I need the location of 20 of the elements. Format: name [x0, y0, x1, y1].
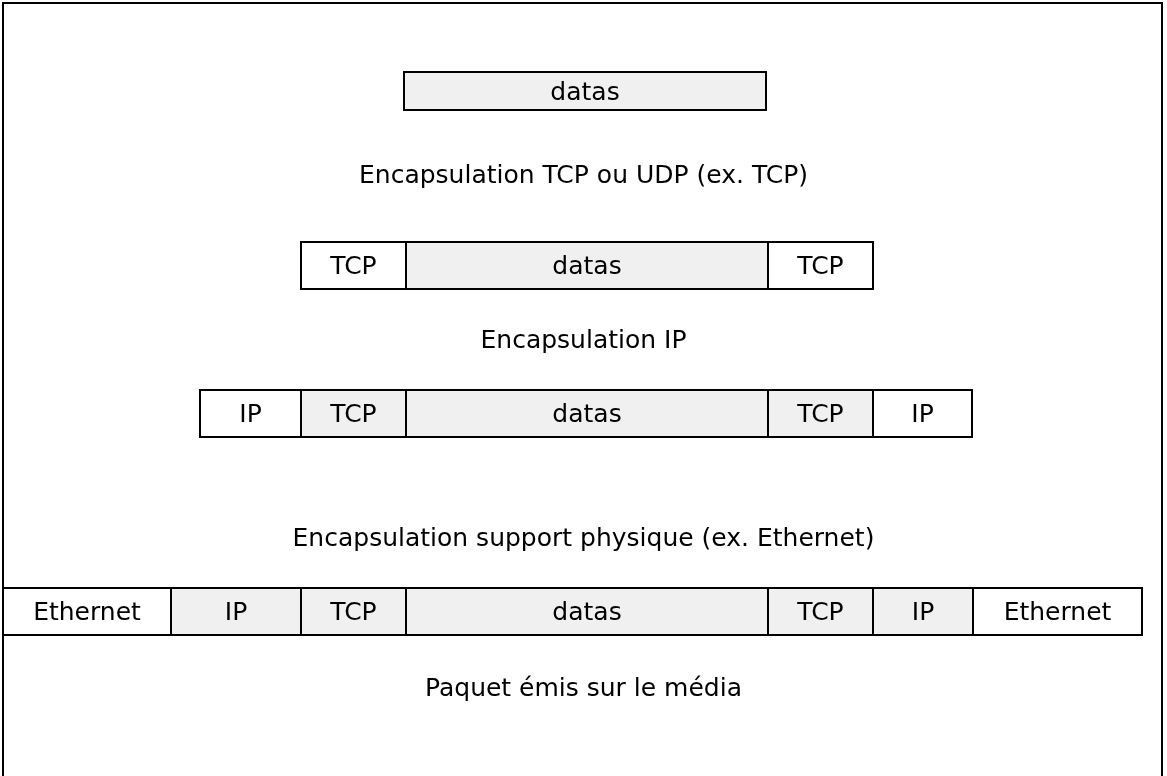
header-field-box: datas — [405, 241, 769, 290]
header-field-box: TCP — [767, 241, 874, 290]
header-field-box: datas — [405, 389, 769, 438]
header-field-box: TCP — [767, 587, 874, 636]
header-field-box: Ethernet — [2, 587, 172, 636]
step-caption: Encapsulation IP — [480, 325, 687, 354]
header-field-box: IP — [199, 389, 302, 438]
header-field-box: TCP — [300, 587, 407, 636]
header-field-box: TCP — [300, 241, 407, 290]
step-caption: Encapsulation TCP ou UDP (ex. TCP) — [359, 160, 808, 189]
step-caption: Encapsulation support physique (ex. Ethernet) — [292, 523, 875, 552]
header-field-box: IP — [170, 587, 302, 636]
header-field-box: IP — [872, 389, 973, 438]
header-field-box: TCP — [767, 389, 874, 438]
header-field-box: datas — [405, 587, 769, 636]
header-field-box: datas — [403, 71, 767, 111]
header-field-box: IP — [872, 587, 974, 636]
step-caption: Paquet émis sur le média — [425, 673, 742, 702]
header-field-box: Ethernet — [972, 587, 1143, 636]
header-field-box: TCP — [300, 389, 407, 438]
